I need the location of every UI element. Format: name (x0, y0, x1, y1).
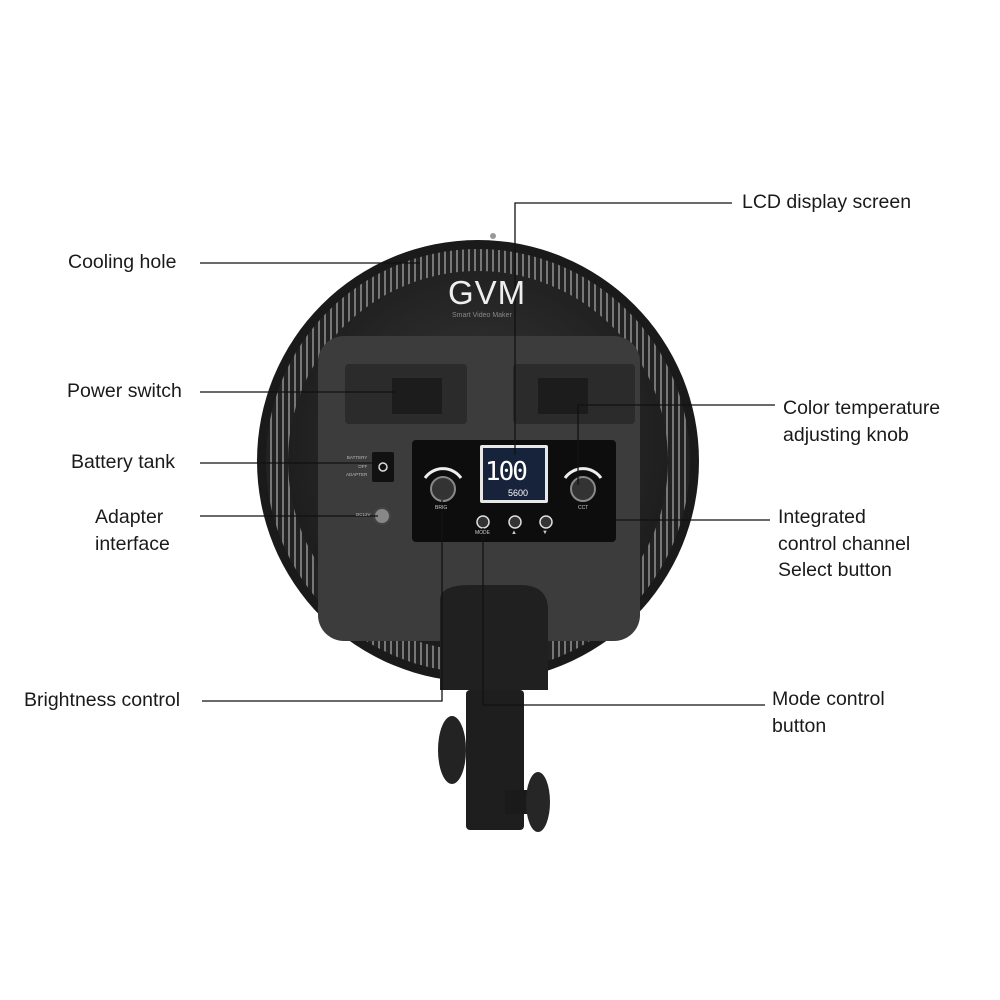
up-label: ▲ (511, 530, 517, 536)
switch-label-battery: BATTERY (346, 455, 368, 460)
switch-label-off: OFF (358, 463, 368, 469)
label-line: Adapter (95, 506, 164, 528)
leader-lines (200, 202, 775, 706)
label-brightness: Brightness control (24, 689, 181, 711)
cct-knob (570, 476, 596, 502)
brig-label: BRIG (435, 505, 448, 511)
lcd-screen (483, 448, 545, 500)
cct-label: CCT (578, 505, 589, 511)
gvm-logo: GVM (448, 274, 527, 311)
dc-label: DC12V (356, 512, 371, 517)
label-cooling-hole: Cooling hole (68, 251, 177, 273)
label-line: interface (95, 532, 170, 555)
label-line: Integrated (778, 506, 866, 528)
lcd-brightness-value: 100 (485, 457, 528, 487)
label-mode: Mode control button (772, 686, 885, 739)
brightness-knob (430, 476, 456, 502)
label-line: Select button (778, 559, 892, 581)
label-line: Color temperature (783, 397, 941, 419)
down-button (539, 515, 553, 529)
up-button (508, 515, 522, 529)
label-line: control channel (778, 532, 911, 555)
label-line: Mode control (772, 688, 885, 710)
lcd-cct-value: 5600 (508, 488, 529, 498)
gvm-tagline: Smart Video Maker (452, 312, 512, 319)
mount (440, 585, 548, 690)
mode-button (476, 515, 490, 529)
power-switch (372, 452, 394, 482)
label-line: button (772, 714, 827, 737)
label-power-switch: Power switch (67, 380, 182, 402)
down-label: ▼ (542, 530, 548, 536)
stand-bracket (438, 690, 550, 832)
mode-label: MODE (475, 530, 490, 536)
label-adapter: Adapter interface (95, 504, 170, 557)
label-channel-select: Integrated control channel Select button (778, 504, 910, 584)
label-line: adjusting knob (783, 423, 909, 446)
switch-label-adapter: ADAPTER (346, 472, 368, 477)
switch-labels: BATTERY OFF ADAPTER (346, 454, 367, 480)
label-battery-tank: Battery tank (71, 451, 176, 473)
label-cct-knob: Color temperature adjusting knob (783, 395, 940, 448)
label-lcd: LCD display screen (742, 191, 912, 213)
